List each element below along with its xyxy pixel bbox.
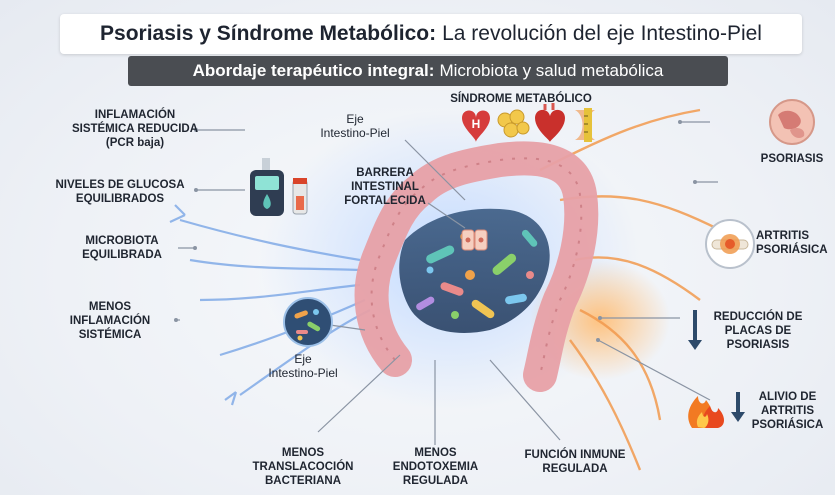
- microbiota-icon: [283, 297, 333, 347]
- glucometer-icon: [250, 158, 308, 216]
- skin-icon: [769, 99, 815, 145]
- label-translocacion: MENOS TRANSLACOCIÓN BACTERIANA: [252, 447, 354, 487]
- label-barrera: BARRERA INTESTINAL FORTALECIDA: [344, 167, 426, 207]
- gut-bacteria: [416, 229, 538, 319]
- label-menos-inflamacion: MENOS INFLAMACIÓN SISTÉMICA: [69, 301, 151, 341]
- subtitle-bold: Abordaje terapéutico integral:: [192, 61, 435, 80]
- down-arrow-icon-small: [731, 392, 745, 422]
- fire-icon: [688, 396, 724, 428]
- joint-icon: [705, 219, 755, 269]
- label-artritis: ARTRITIS PSORIÁSICA: [756, 230, 828, 256]
- down-arrow-icon: [688, 310, 702, 350]
- connector-lines: [176, 121, 718, 445]
- fat-cells-icon: [497, 109, 530, 138]
- barrier-cells: [461, 229, 488, 251]
- subtitle-rest: Microbiota y salud metabólica: [439, 61, 664, 80]
- label-reduccion: REDUCCIÓN DE PLACAS DE PSORIASIS: [713, 311, 803, 351]
- waist-measure-icon: [575, 108, 595, 142]
- label-inflamacion-sistemica: INFLAMACIÓN SISTÉMICA REDUCIDA (PCR baja…: [71, 109, 199, 149]
- label-sindrome: SÍNDROME METABÓLICO: [450, 93, 592, 105]
- heart-icon: [535, 103, 565, 142]
- connector-dots: [174, 120, 697, 342]
- title-bold: Psoriasis y Síndrome Metabólico:: [100, 22, 437, 45]
- label-eje-bottom: Eje Intestino-Piel: [268, 352, 338, 380]
- label-glucosa: NIVELES DE GLUCOSA EQUILIBRADOS: [55, 179, 185, 205]
- label-funcion-inmune: FUNCIÓN INMUNE REGULADA: [524, 449, 626, 475]
- heart-h-icon: H: [462, 110, 490, 142]
- label-endotoxemia: MENOS ENDOTOXEMIA REGULADA: [392, 447, 479, 487]
- title-rest: La revolución del eje Intestino-Piel: [442, 22, 762, 45]
- svg-text:H: H: [472, 117, 481, 131]
- label-eje-top: Eje Intestino-Piel: [320, 112, 390, 140]
- label-microbiota: MICROBIOTA EQUILIBRADA: [82, 235, 162, 261]
- page-subtitle: Abordaje terapéutico integral: Microbiot…: [128, 56, 728, 86]
- page-title: Psoriasis y Síndrome Metabólico: La revo…: [60, 14, 802, 54]
- label-psoriasis: PSORIASIS: [760, 153, 824, 165]
- label-alivio: ALIVIO DE ARTRITIS PSORIÁSICA: [751, 391, 824, 431]
